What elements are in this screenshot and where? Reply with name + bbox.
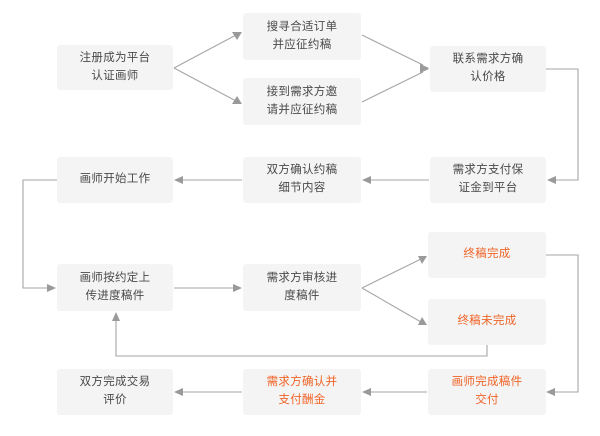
node-confirm-pay[interactable]: 需求方确认并 支付酬金 [243,369,361,415]
node-final-not-done[interactable]: 终稿未完成 [428,299,546,345]
node-receive-invite[interactable]: 接到需求方邀 请并应征约稿 [243,78,361,125]
edge-review-progress-to-final-done [361,256,427,289]
node-review-progress[interactable]: 需求方审核进 度稿件 [243,264,361,311]
node-finish-review[interactable]: 双方完成交易 评价 [57,369,173,415]
node-search-order[interactable]: 搜寻合适订单 并应征约稿 [243,13,361,60]
node-pay-deposit[interactable]: 需求方支付保 证金到平台 [430,157,546,203]
edge-deliver-final-to-confirm-pay [362,388,427,396]
node-review-progress-label: 需求方审核进 度稿件 [266,271,338,302]
node-upload-progress[interactable]: 画师按约定上 传进度稿件 [57,264,173,311]
node-upload-progress-label: 画师按约定上 传进度稿件 [79,271,151,302]
edge-register-to-receive-invite [173,67,242,104]
edge-confirm-price-to-pay-deposit [546,68,579,184]
edge-start-work-to-upload-progress [22,179,57,292]
node-register-label: 注册成为平台 认证画师 [79,51,151,82]
edge-receive-invite-to-confirm-price [361,65,429,103]
node-deliver-final[interactable]: 画师完成稿件 交付 [428,369,546,415]
node-final-done-label: 终稿完成 [463,248,511,261]
node-receive-invite-label: 接到需求方邀 请并应征约稿 [266,85,338,116]
edge-review-progress-to-final-not-done [361,287,427,325]
node-final-not-done-label: 终稿未完成 [457,315,517,328]
node-pay-deposit-label: 需求方支付保 证金到平台 [452,164,524,194]
node-finish-review-label: 双方完成交易 评价 [79,376,151,406]
node-start-work[interactable]: 画师开始工作 [57,157,173,203]
node-register[interactable]: 注册成为平台 认证画师 [57,45,173,90]
edge-final-done-to-deliver-final [546,254,579,396]
edge-upload-progress-to-review-progress [174,284,242,292]
edge-register-to-search-order [173,32,242,69]
node-confirm-price-label: 联系需求方确 认价格 [452,53,524,83]
edge-pay-deposit-to-confirm-details [362,176,429,184]
edge-search-order-to-confirm-price [361,34,429,72]
node-deliver-final-label: 画师完成稿件 交付 [451,376,523,406]
node-confirm-details-label: 双方确认约稿 细节内容 [266,164,338,194]
edge-confirm-details-to-start-work [174,176,242,184]
node-search-order-label: 搜寻合适订单 并应征约稿 [266,20,338,51]
node-start-work-label: 画师开始工作 [79,173,151,186]
node-final-done[interactable]: 终稿完成 [428,232,546,278]
node-confirm-price[interactable]: 联系需求方确 认价格 [430,46,546,92]
node-confirm-pay-label: 需求方确认并 支付酬金 [266,376,338,406]
edge-confirm-pay-to-finish-review [174,388,242,396]
node-confirm-details[interactable]: 双方确认约稿 细节内容 [243,157,361,203]
